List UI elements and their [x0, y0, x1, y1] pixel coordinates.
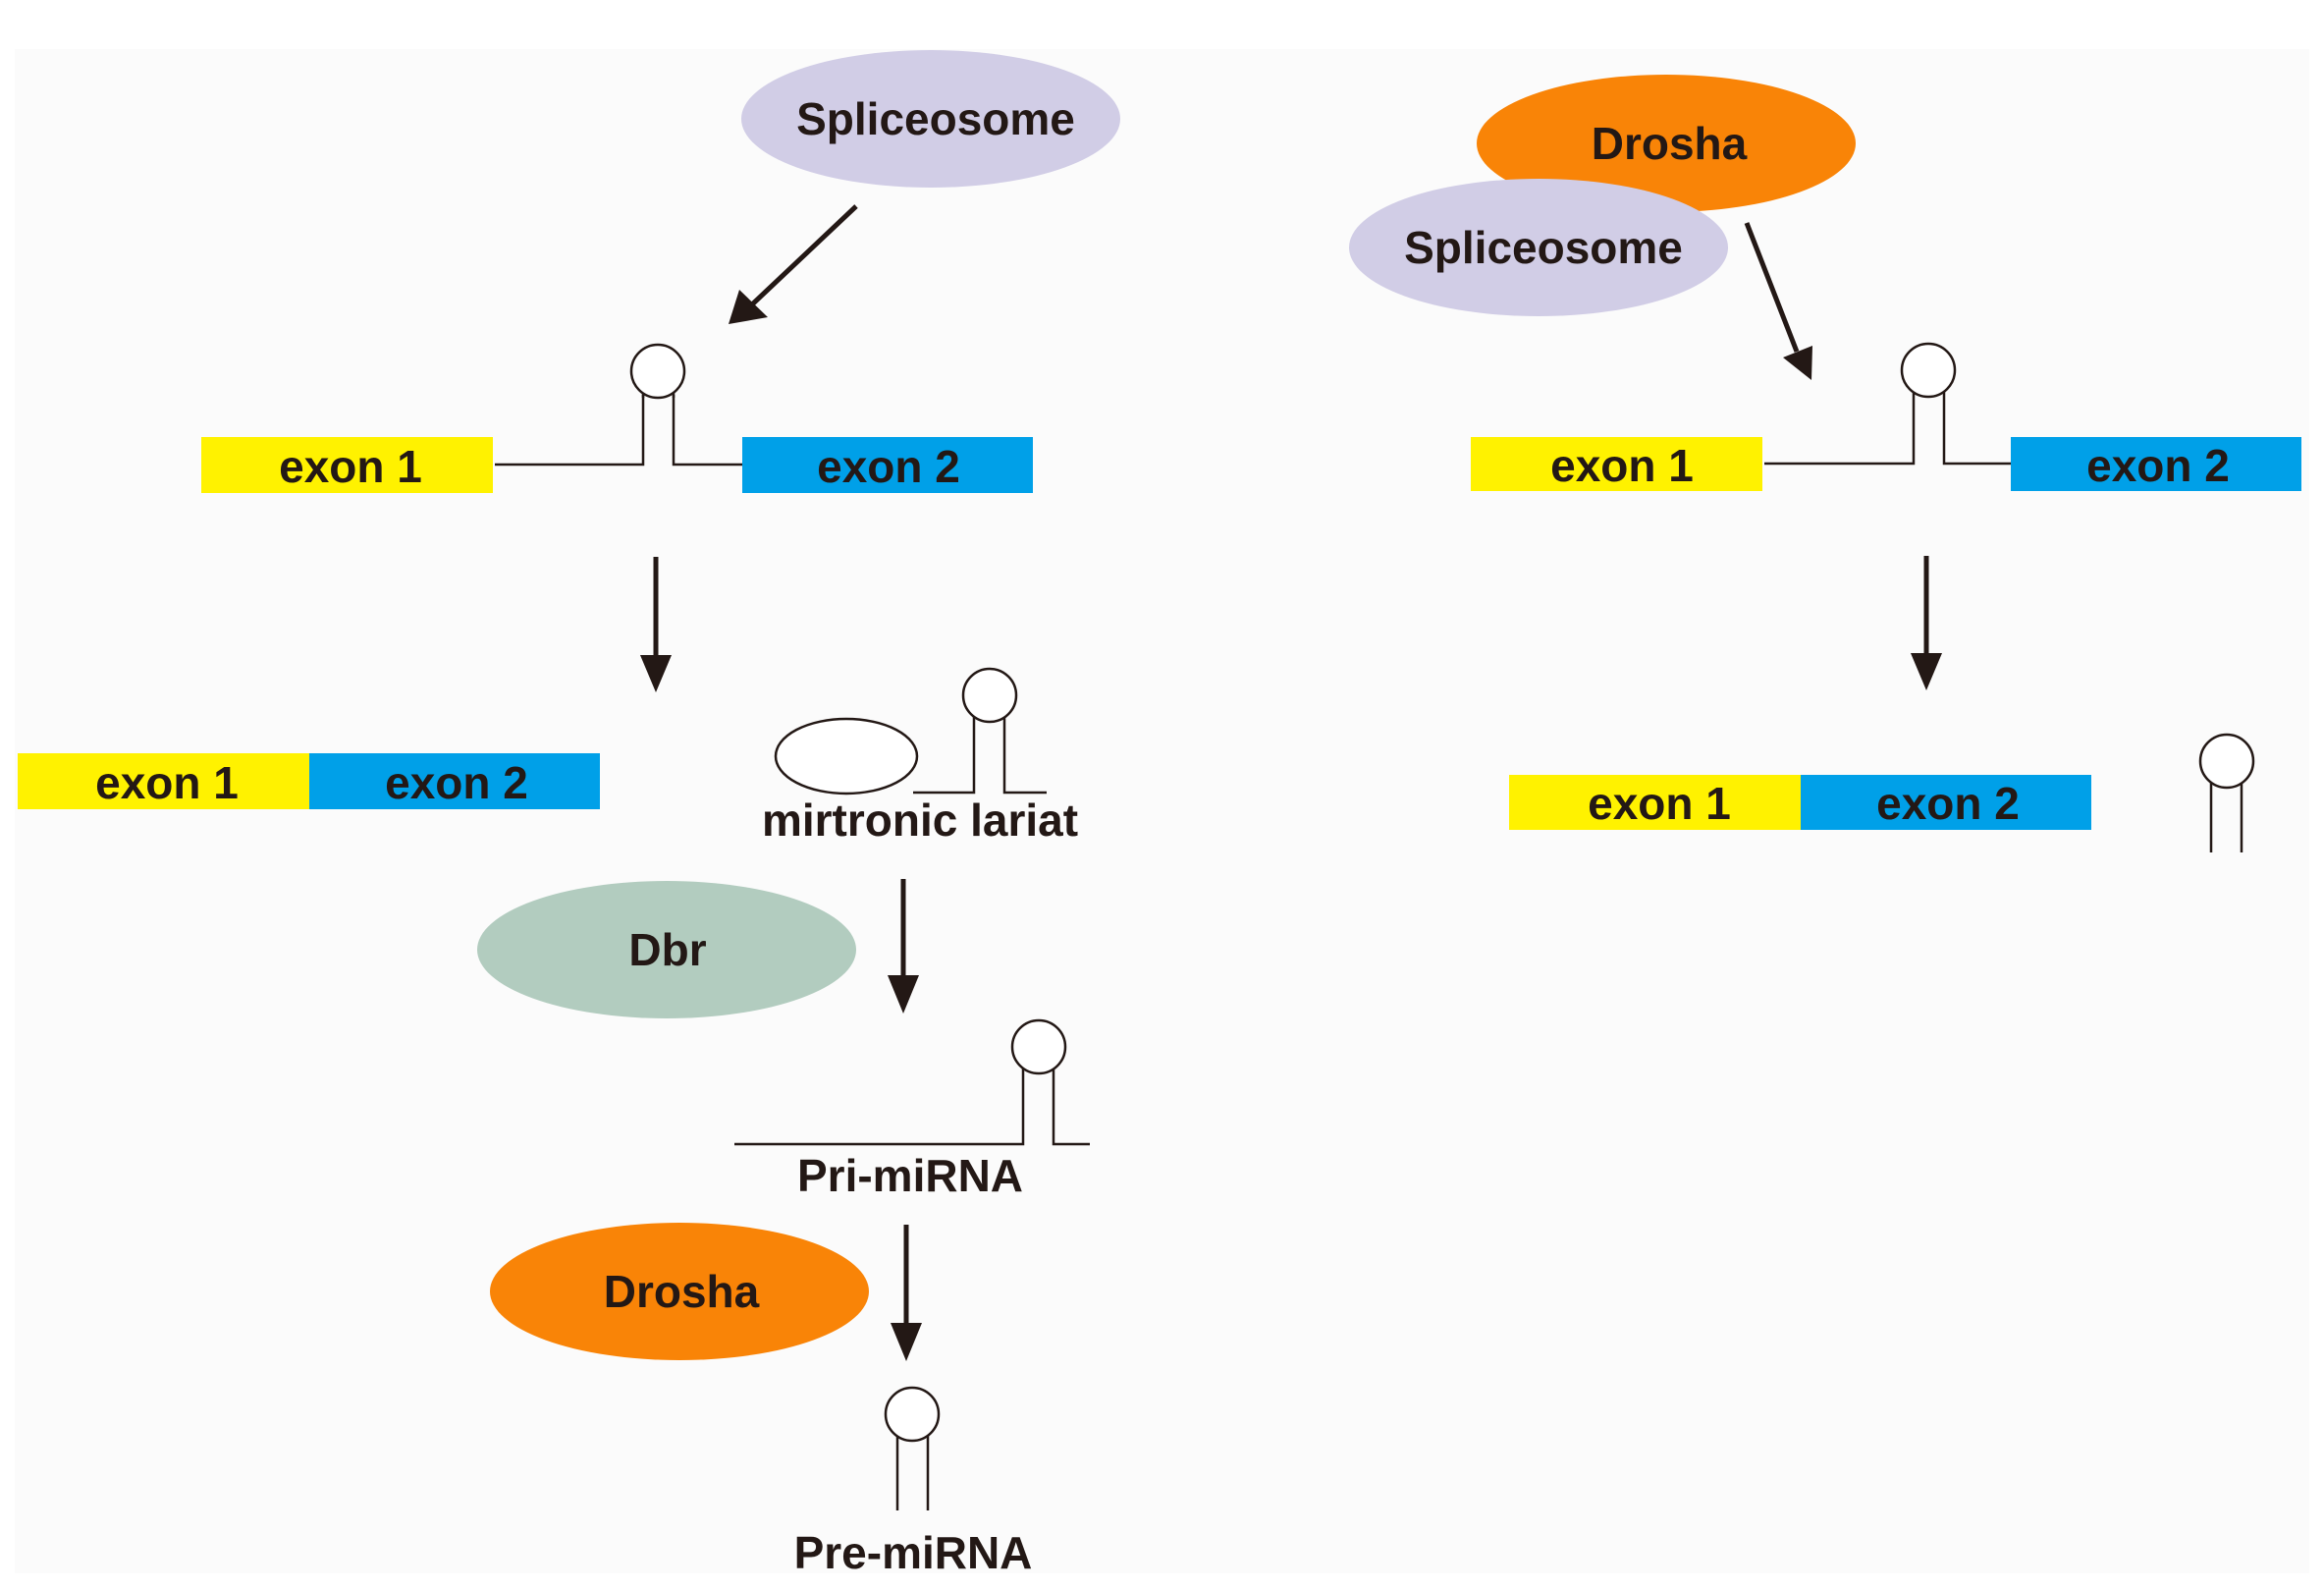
- right-exon1-box: [1471, 437, 1762, 491]
- right-pre-mirna: [2198, 733, 2255, 852]
- right-spliceosome-ellipse: [1349, 179, 1728, 316]
- right-spliced-exon2-box: [1801, 775, 2091, 830]
- right-pathway: Drosha Spliceosome exon 1 exon 2: [1349, 75, 2301, 852]
- right-exon1-label: exon 1: [1550, 440, 1694, 491]
- right-drosha-ellipse: [1477, 75, 1856, 212]
- left-arrow-debranching: [888, 879, 919, 1014]
- left-arrow-spliceosome: [729, 204, 858, 324]
- left-spliceosome: Spliceosome: [741, 50, 1120, 188]
- lariat-hairpin-loop: [961, 667, 1018, 724]
- right-spliceosome: Spliceosome: [1349, 179, 1728, 316]
- right-intron-line: [1764, 391, 2011, 466]
- left-exon1-box: [201, 437, 493, 493]
- lariat-loop: [774, 717, 919, 795]
- left-spliceosome-ellipse: [741, 50, 1120, 188]
- left-mirtronic-lariat: mirtronic lariat: [762, 667, 1078, 846]
- right-exon2-box: [2011, 437, 2301, 491]
- left-exon2-label: exon 2: [817, 441, 960, 492]
- right-exon2-label: exon 2: [2086, 440, 2230, 491]
- pri-mirna-strand: [734, 1069, 1090, 1146]
- pre-mirna-label: Pre-miRNA: [794, 1527, 1033, 1578]
- right-pre-mirna-stem: [2209, 783, 2243, 852]
- left-intron-line: [495, 395, 742, 466]
- right-pre-mrna: exon 1 exon 2: [1471, 342, 2301, 491]
- left-spliced-mrna: exon 1 exon 2: [18, 753, 600, 809]
- left-spliceosome-label: Spliceosome: [796, 93, 1075, 144]
- right-arrow-splicing: [1911, 556, 1942, 690]
- left-exon2-box: [742, 437, 1033, 493]
- dbr-label: Dbr: [628, 924, 706, 975]
- lariat-tail: [913, 717, 1047, 795]
- pre-mirna-stem: [895, 1436, 930, 1510]
- right-drosha: Drosha: [1477, 75, 1856, 212]
- left-spliced-exon2-box: [309, 753, 600, 809]
- left-arrow-splicing: [640, 557, 672, 692]
- pre-mirna-hairpin-loop: [884, 1386, 941, 1443]
- right-intron-hairpin-loop: [1900, 342, 1957, 399]
- right-spliced-exon1-box: [1509, 775, 1801, 830]
- lariat-label: mirtronic lariat: [762, 795, 1078, 846]
- left-pri-mirna: Pri-miRNA: [734, 1018, 1090, 1201]
- pri-mirna-label: Pri-miRNA: [797, 1150, 1023, 1201]
- right-spliceosome-label: Spliceosome: [1404, 222, 1683, 273]
- left-pre-mirna: Pre-miRNA: [794, 1386, 1033, 1578]
- right-spliced-exon1-label: exon 1: [1588, 778, 1731, 829]
- left-spliced-exon2-label: exon 2: [385, 757, 528, 808]
- right-drosha-label: Drosha: [1592, 118, 1748, 169]
- dbr-ellipse: [477, 881, 856, 1018]
- right-pre-mirna-hairpin-loop: [2198, 733, 2255, 790]
- left-pathway: Spliceosome exon 1 exon 2: [18, 50, 1120, 1578]
- left-spliced-exon1-label: exon 1: [95, 757, 239, 808]
- left-intron-hairpin-loop: [629, 343, 686, 400]
- right-spliced-exon2-label: exon 2: [1876, 778, 2020, 829]
- left-dbr: Dbr: [477, 881, 856, 1018]
- left-pre-mrna: exon 1 exon 2: [201, 343, 1033, 493]
- right-arrow-complex: [1744, 222, 1812, 380]
- pri-mirna-hairpin-loop: [1010, 1018, 1067, 1075]
- left-arrow-drosha: [891, 1225, 922, 1361]
- left-exon1-label: exon 1: [279, 441, 422, 492]
- left-drosha: Drosha: [490, 1223, 869, 1360]
- left-drosha-ellipse: [490, 1223, 869, 1360]
- right-spliced-mrna: exon 1 exon 2: [1509, 775, 2091, 830]
- left-drosha-label: Drosha: [604, 1266, 760, 1317]
- left-spliced-exon1-box: [18, 753, 309, 809]
